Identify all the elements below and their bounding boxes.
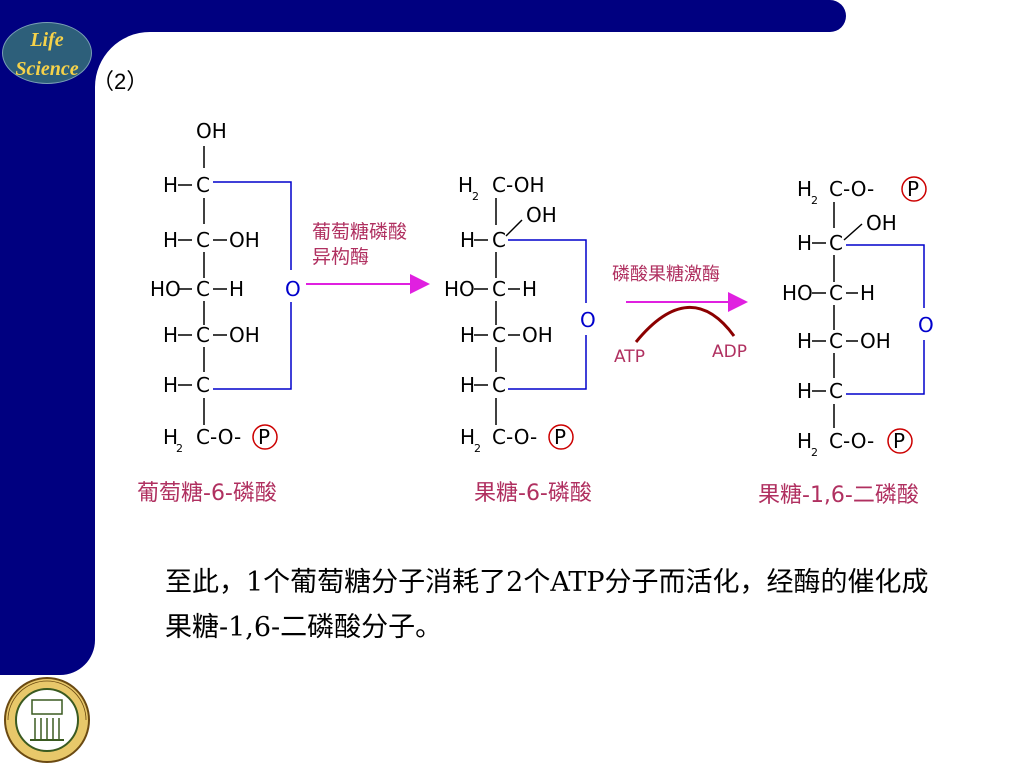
atom-label: C-O- xyxy=(829,177,874,201)
atom-label: C-OH xyxy=(492,173,545,197)
atom-label: H xyxy=(163,323,178,347)
atom-label: HO xyxy=(782,281,813,305)
atom-label: HO xyxy=(444,277,475,301)
summary-text: 至此，1个葡萄糖分子消耗了2个ATP分子而活化，经酶的催化成果糖-1,6-二磷酸… xyxy=(165,567,929,643)
atom-label: H xyxy=(522,277,537,301)
phosphate-circle xyxy=(901,176,927,202)
atp-label: ATP xyxy=(614,347,645,367)
atom-label: H xyxy=(797,177,812,201)
atom-label: H xyxy=(163,425,178,449)
atom-label: C-O- xyxy=(829,429,874,453)
atom-label: OH xyxy=(866,211,897,235)
atom-label: OH xyxy=(229,323,260,347)
compound-name: 葡萄糖-6-磷酸 xyxy=(137,481,277,506)
ring-bond xyxy=(508,239,587,303)
atom-label: H xyxy=(163,228,178,252)
atom-subscript: 2 xyxy=(811,194,818,207)
compound-name: 果糖-6-磷酸 xyxy=(474,481,592,506)
atom-label: C-O- xyxy=(196,425,241,449)
university-seal-icon xyxy=(4,677,90,763)
atom-label: H xyxy=(163,173,178,197)
atom-label: C xyxy=(492,373,506,397)
ring-bond xyxy=(846,244,925,308)
atom-label: C xyxy=(829,379,843,403)
atom-label: C xyxy=(196,228,210,252)
atom-label: C xyxy=(492,277,506,301)
ring-oxygen: O xyxy=(285,277,301,301)
atom-subscript: 2 xyxy=(472,190,479,203)
glucose-6-phosphate-structure: OH H C H C OH HO C H H C OH H C H 2 C-O-… xyxy=(137,119,301,506)
atom-label: H xyxy=(163,373,178,397)
phosphate-label: P xyxy=(893,429,905,453)
atom-label: H xyxy=(229,277,244,301)
atom-label: H xyxy=(460,373,475,397)
atom-label: C xyxy=(492,228,506,252)
atom-label: OH xyxy=(860,329,891,353)
ring-bond xyxy=(846,340,925,395)
atom-label: C xyxy=(829,329,843,353)
fructose-6-phosphate-structure: H 2 C-OH OH H C HO C H H C OH H C H 2 C-… xyxy=(444,173,596,506)
phosphate-circle xyxy=(548,424,574,450)
compound-name: 果糖-1,6-二磷酸 xyxy=(758,483,919,508)
atom-label: H xyxy=(797,429,812,453)
ring-bond xyxy=(213,181,292,270)
atom-label: OH xyxy=(522,323,553,347)
atom-label: HO xyxy=(150,277,181,301)
atom-subscript: 2 xyxy=(176,442,183,455)
phosphofructokinase-step: 磷酸果糖激酶 ATP ADP xyxy=(612,264,748,367)
atom-label: H xyxy=(797,379,812,403)
phosphate-circle xyxy=(252,424,278,450)
enzyme-name: 葡萄糖磷酸 xyxy=(312,221,407,243)
atom-label: C xyxy=(196,323,210,347)
ring-bond xyxy=(213,302,292,390)
phosphate-label: P xyxy=(554,425,566,449)
atom-label: OH xyxy=(526,203,557,227)
cofactor-arc xyxy=(634,306,736,343)
atom-label: H xyxy=(797,231,812,255)
ring-bond xyxy=(508,335,587,390)
adp-label: ADP xyxy=(712,342,747,362)
atom-label: C xyxy=(492,323,506,347)
atom-label: C xyxy=(196,173,210,197)
phosphate-label: P xyxy=(907,177,919,201)
section-label: （2） xyxy=(92,69,149,94)
phosphate-label: P xyxy=(258,425,270,449)
atom-subscript: 2 xyxy=(474,442,481,455)
atom-subscript: 2 xyxy=(811,446,818,459)
atom-label: H xyxy=(460,323,475,347)
atom-label: H xyxy=(460,228,475,252)
atom-label: C xyxy=(196,277,210,301)
ring-oxygen: O xyxy=(918,313,934,337)
atom-label: H xyxy=(460,425,475,449)
isomerase-step: 葡萄糖磷酸 异构酶 xyxy=(306,221,430,294)
atom-label: C-O- xyxy=(492,425,537,449)
atom-label: C xyxy=(196,373,210,397)
atom-label: OH xyxy=(196,119,227,143)
atom-label: C xyxy=(829,231,843,255)
atom-label: H xyxy=(458,173,473,197)
ring-oxygen: O xyxy=(580,308,596,332)
phosphate-circle xyxy=(887,428,913,454)
fructose-1-6-bisphosphate-structure: H 2 C-O- P OH H C HO C H H C OH H C H 2 … xyxy=(758,176,934,508)
reaction-diagram: OH H C H C OH HO C H H C OH H C H 2 C-O-… xyxy=(137,119,934,508)
enzyme-name: 异构酶 xyxy=(312,246,369,268)
atom-label: OH xyxy=(229,228,260,252)
atom-label: C xyxy=(829,281,843,305)
atom-label: H xyxy=(797,329,812,353)
atom-label: H xyxy=(860,281,875,305)
life-science-logo: Life Science xyxy=(2,22,92,84)
enzyme-name: 磷酸果糖激酶 xyxy=(612,264,720,285)
